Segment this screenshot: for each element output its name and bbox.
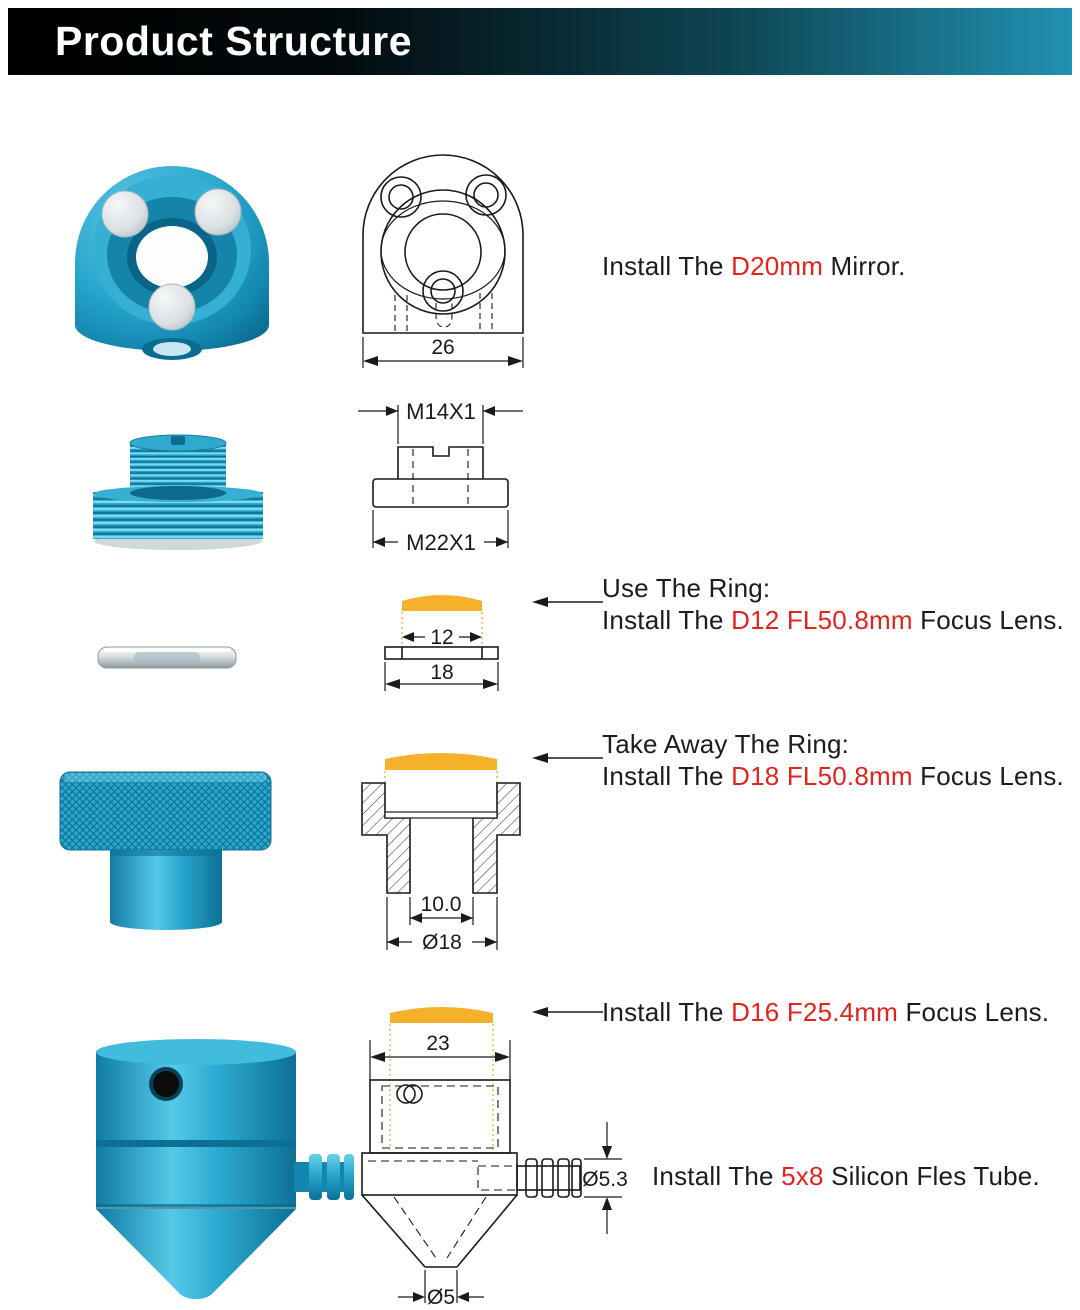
note-highlight: D12 FL50.8mm <box>731 605 913 635</box>
lens-d12 <box>402 595 482 611</box>
note-highlight: D18 FL50.8mm <box>731 761 913 791</box>
note-heading: Take Away The Ring: <box>602 729 850 759</box>
note-text: Install The <box>602 251 732 281</box>
note-text: Silicon Fles Tube. <box>823 1161 1040 1191</box>
note-highlight: D16 F25.4mm <box>731 997 899 1027</box>
note-text: Focus Lens. <box>898 997 1050 1027</box>
page-title: Product Structure <box>55 18 413 64</box>
note-ring-away: Take Away The Ring: Install The D18 FL50… <box>602 728 1064 792</box>
drawing-laser-head: 23 Ø5.3 <box>361 1007 628 1309</box>
photo-spacer-ring <box>97 646 237 669</box>
dim-label-tube-bore: 10.0 <box>421 893 462 916</box>
note-silicon-tube: Install The 5x8 Silicon Fles Tube. <box>652 1160 1040 1192</box>
dim-label-head-width: 23 <box>426 1032 449 1055</box>
lens-d18 <box>385 753 497 770</box>
drawing-tube-section: 10.0 Ø18 <box>361 753 521 954</box>
note-highlight: 5x8 <box>781 1161 824 1191</box>
leader-arrow-d18 <box>532 753 603 763</box>
photo-mirror-mount <box>75 166 269 360</box>
dim-label-thread-top: M14X1 <box>406 399 476 424</box>
note-highlight: D20mm <box>731 251 824 281</box>
note-heading: Use The Ring: <box>602 573 771 603</box>
lens-d16 <box>390 1007 493 1023</box>
note-text: Mirror. <box>823 251 906 281</box>
dim-label-nozzle-dia: Ø5 <box>427 1286 455 1309</box>
dim-label-ring-inner: 12 <box>430 626 453 649</box>
note-text: Focus Lens. <box>912 761 1064 791</box>
note-text: Install The <box>602 761 732 791</box>
leader-arrow-ring <box>532 597 603 607</box>
drawing-thread-adapter: M14X1 M22X1 <box>358 399 523 555</box>
note-line: Install The D12 FL50.8mm Focus Lens. <box>602 604 1064 636</box>
dim-label-tube-outer: Ø18 <box>422 931 462 954</box>
dim-label-mount-width: 26 <box>431 336 454 359</box>
note-text: Focus Lens. <box>912 605 1064 635</box>
header-banner: Product Structure <box>8 8 1072 75</box>
note-text: Install The <box>602 997 732 1027</box>
note-line: Install The D18 FL50.8mm Focus Lens. <box>602 760 1064 792</box>
note-lens16: Install The D16 F25.4mm Focus Lens. <box>602 996 1049 1028</box>
dim-label-ring-outer: 18 <box>430 661 453 684</box>
photo-lens-tube <box>59 771 272 930</box>
photo-laser-head <box>96 1039 354 1299</box>
note-mirror: Install The D20mm Mirror. <box>602 250 906 282</box>
note-text: Install The <box>652 1161 782 1191</box>
dim-label-barb-dia: Ø5.3 <box>582 1168 628 1191</box>
dim-label-thread-bottom: M22X1 <box>406 530 476 555</box>
note-text: Install The <box>602 605 732 635</box>
drawing-mirror-mount: 26 <box>362 154 524 368</box>
photo-thread-adapter <box>93 434 263 550</box>
note-ring-use: Use The Ring: Install The D12 FL50.8mm F… <box>602 572 1064 636</box>
leader-arrow-d16 <box>532 1007 603 1017</box>
drawing-ring-lens: 12 18 <box>384 595 499 691</box>
